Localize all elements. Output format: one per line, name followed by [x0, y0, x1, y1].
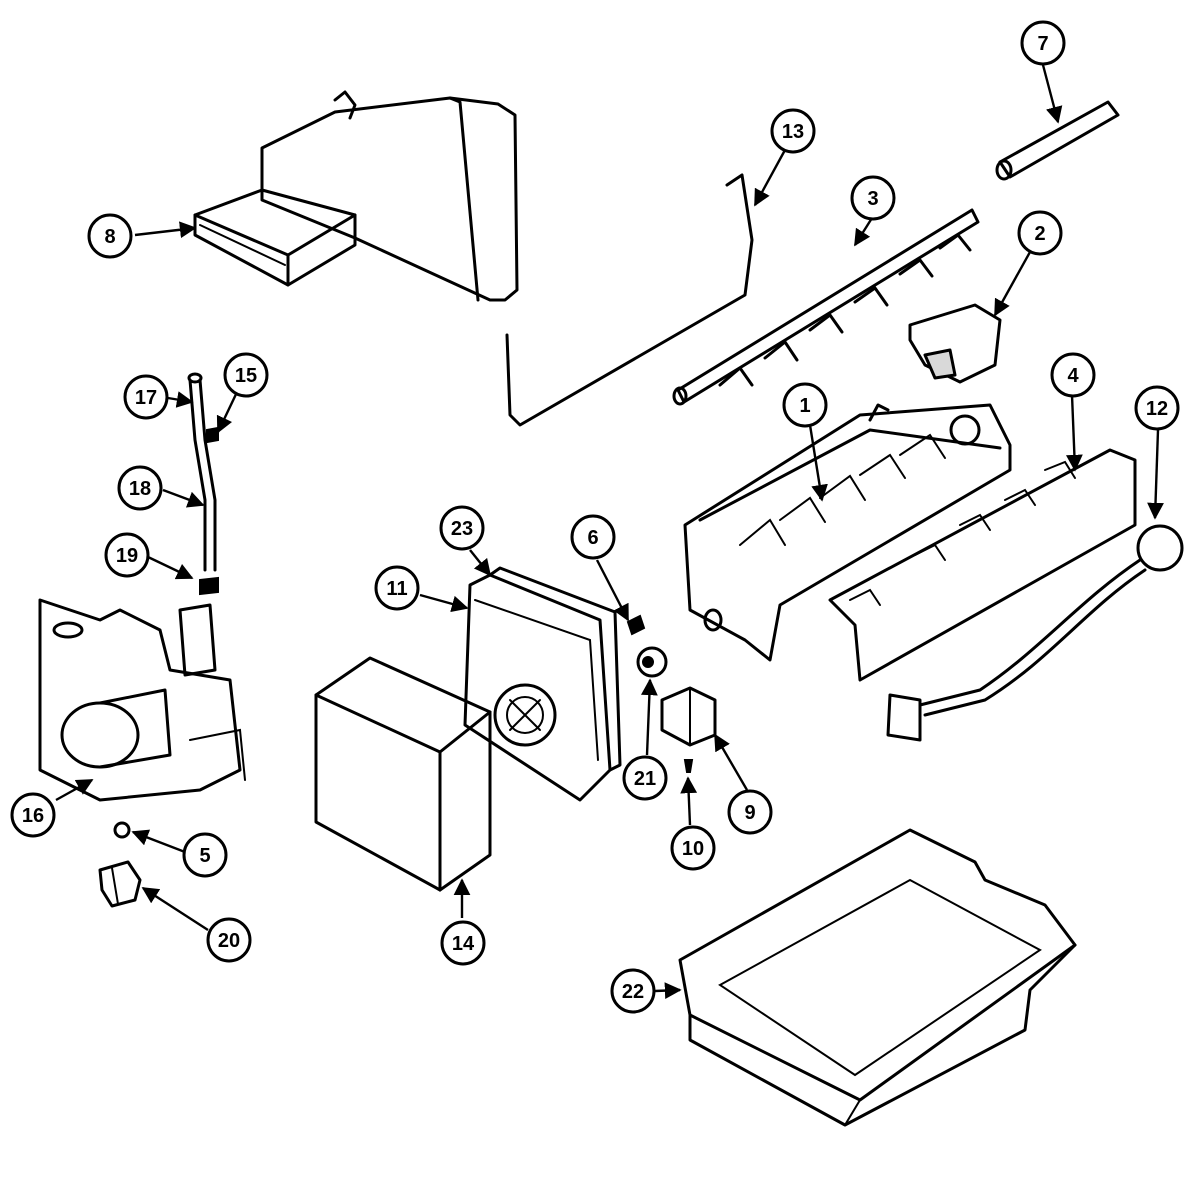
callout-3: 3 [850, 175, 896, 221]
callout-1-label: 1 [799, 395, 810, 417]
callout-6: 6 [570, 514, 616, 560]
callout-7-label: 7 [1037, 33, 1048, 55]
callout-3-label: 3 [867, 188, 878, 210]
callout-9: 9 [727, 789, 773, 835]
part-3-ejector [672, 208, 980, 406]
part-10-screw [683, 759, 694, 773]
callout-22: 22 [610, 968, 656, 1014]
part-20-nut [98, 860, 142, 908]
callout-22-label: 22 [622, 981, 644, 1003]
callout-10-label: 10 [682, 838, 704, 860]
callout-23-label: 23 [451, 518, 473, 540]
callout-8-label: 8 [104, 226, 115, 248]
part-2-bracket [908, 303, 1002, 384]
callout-15: 15 [223, 352, 269, 398]
callout-7: 7 [1020, 20, 1066, 66]
callout-15-label: 15 [235, 365, 257, 387]
callout-19: 19 [104, 532, 150, 578]
callout-18: 18 [117, 465, 163, 511]
callout-2-label: 2 [1034, 223, 1045, 245]
part-18-fill-tube [187, 372, 219, 596]
part-4-stripper [828, 448, 1137, 682]
callout-19-label: 19 [116, 545, 138, 567]
part-22-ice-bin [678, 828, 1077, 1127]
part-23-housing [463, 566, 622, 802]
callout-14: 14 [440, 920, 486, 966]
callout-21: 21 [622, 755, 668, 801]
part-7-tube [995, 100, 1120, 181]
callout-4: 4 [1050, 352, 1096, 398]
part-9-block [660, 686, 717, 747]
part-13-wire-arm [505, 173, 754, 427]
callout-9-label: 9 [744, 802, 755, 824]
callout-17: 17 [123, 374, 169, 420]
callout-2: 2 [1017, 210, 1063, 256]
callout-17-label: 17 [135, 387, 157, 409]
callout-23: 23 [439, 505, 485, 551]
callout-11: 11 [374, 565, 420, 611]
callout-5-label: 5 [199, 845, 210, 867]
callout-8: 8 [87, 213, 133, 259]
part-21-thermostat [636, 646, 668, 678]
leader-lines [55, 64, 1164, 999]
callout-11-label: 11 [386, 578, 407, 600]
callout-14-label: 14 [452, 933, 475, 955]
callout-13-label: 13 [782, 121, 804, 143]
callout-10: 10 [670, 825, 716, 871]
callout-20: 20 [206, 917, 252, 963]
part-8-shroud [193, 90, 519, 302]
part-14-cover [314, 656, 492, 892]
callout-5: 5 [182, 832, 228, 878]
callout-18-label: 18 [129, 478, 151, 500]
part-6-clip [626, 614, 646, 636]
part-12-harness [886, 524, 1184, 742]
callout-16: 16 [10, 792, 56, 838]
callout-20-label: 20 [218, 930, 240, 952]
callout-4-label: 4 [1067, 365, 1079, 387]
part-16-water-valve [38, 598, 246, 802]
part-1-mold [683, 403, 1012, 662]
callout-6-label: 6 [587, 527, 598, 549]
callout-12-label: 12 [1146, 398, 1168, 420]
callout-1: 1 [782, 382, 828, 428]
callout-12: 12 [1134, 385, 1180, 431]
callout-21-label: 21 [634, 768, 656, 790]
part-5-washer [113, 821, 131, 839]
callout-16-label: 16 [22, 805, 44, 827]
callout-13: 13 [770, 108, 816, 154]
